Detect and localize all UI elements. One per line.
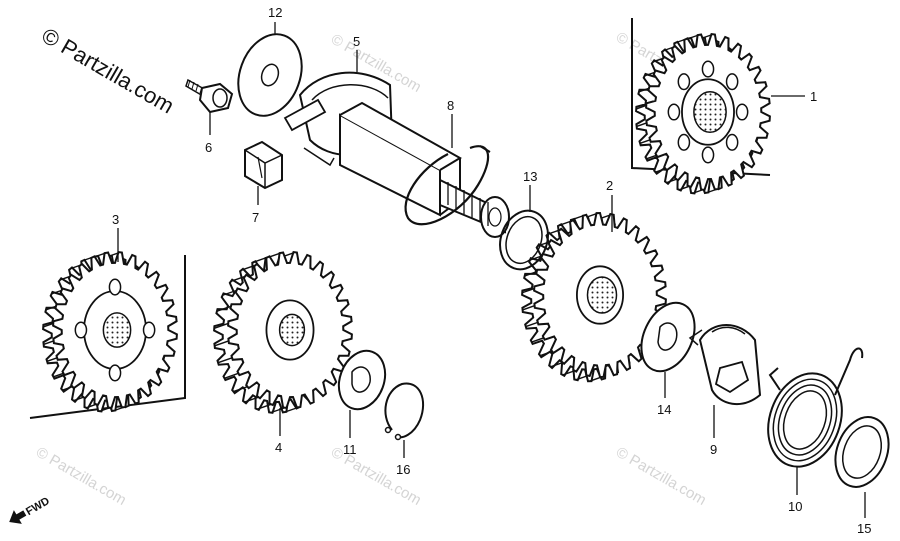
gear-splined-bore — [278, 313, 306, 347]
gear-tooth-edge — [678, 185, 690, 191]
gear-tooth-edge — [666, 178, 677, 184]
gear-tooth-edge — [216, 305, 232, 312]
gear-2 — [521, 211, 667, 383]
callout-11: 11 — [343, 442, 357, 457]
washer-11 — [337, 349, 387, 411]
gear-lightening-hole — [667, 103, 681, 121]
callout-14: 14 — [657, 402, 671, 417]
washer-15 — [834, 416, 890, 488]
gear-tooth-edge — [222, 289, 237, 296]
callout-2: 2 — [606, 178, 613, 193]
gear-tooth-edge — [256, 403, 272, 410]
gear-tooth-edge — [270, 407, 286, 414]
gear-tooth-edge — [636, 122, 647, 128]
gear-lightening-hole — [735, 103, 749, 121]
gear-tooth-edge — [214, 340, 229, 347]
gear-lightening-hole — [108, 278, 122, 296]
callout-1: 1 — [810, 89, 817, 104]
gear-lightening-hole — [142, 321, 156, 339]
circlip-16 — [384, 382, 425, 441]
gear-tooth-edge — [646, 154, 657, 160]
gear-tooth-edge — [522, 305, 535, 311]
kick-starter-spindle-5 — [283, 71, 510, 238]
callout-7: 7 — [252, 210, 259, 225]
fwd-label: FWD — [24, 495, 52, 518]
gear-lightening-hole — [725, 133, 739, 151]
gear-tooth-edge — [43, 340, 54, 346]
gear-tooth-edge — [531, 337, 544, 343]
gear-tooth-edge — [562, 370, 575, 376]
gear-tooth-edge — [575, 374, 589, 381]
gear-lightening-hole — [725, 73, 739, 91]
gear-tooth-edge — [45, 305, 57, 311]
gear-tooth-edge — [51, 289, 62, 295]
spring-10 — [767, 347, 864, 468]
callout-12: 12 — [268, 5, 282, 20]
fwd-direction-marker: FWD — [9, 495, 52, 524]
block-7 — [244, 140, 283, 190]
gear-tooth-edge — [244, 396, 259, 403]
gear-tooth-edge — [652, 57, 664, 63]
bolt-6 — [185, 78, 234, 114]
gear-splined-bore — [586, 276, 618, 314]
callout-3: 3 — [112, 212, 119, 227]
gear-tooth-edge — [644, 71, 655, 77]
gear-tooth-edge — [233, 386, 248, 393]
fwd-arrow-icon — [9, 510, 27, 524]
gear-tooth-edge — [639, 139, 651, 144]
gear-lightening-hole — [108, 364, 122, 382]
gear-tooth-edge — [85, 403, 97, 409]
gear-tooth-edge — [42, 322, 54, 328]
gear-lightening-hole — [701, 146, 715, 164]
gear-tooth-edge — [59, 275, 71, 281]
callout-16: 16 — [396, 462, 410, 477]
gear-lightening-hole — [677, 133, 691, 151]
washer-14 — [640, 301, 696, 373]
gear-tooth-edge — [638, 87, 650, 93]
gear-3 — [29, 251, 186, 419]
callout-15: 15 — [857, 521, 871, 536]
gear-tooth-edge — [524, 271, 537, 277]
gear-tooth-edge — [46, 357, 58, 362]
callout-6: 6 — [205, 140, 212, 155]
gear-tooth-edge — [217, 357, 233, 364]
callout-labels: 1 2 3 4 5 6 7 8 9 10 11 12 13 14 15 16 — [112, 5, 871, 536]
callout-9: 9 — [710, 442, 717, 457]
circlip-8 — [404, 145, 491, 226]
callout-8: 8 — [447, 98, 454, 113]
gear-tooth-edge — [521, 287, 535, 294]
gear-tooth-edge — [635, 104, 647, 110]
gear-tooth-edge — [539, 350, 553, 357]
partzilla-watermark: © Partzilla.com — [38, 23, 179, 119]
gear-1 — [631, 18, 771, 195]
gear-tooth-edge — [655, 168, 666, 173]
gear-splined-bore — [102, 312, 132, 348]
gear-tooth-edge — [73, 396, 84, 402]
gear-tooth-edge — [62, 386, 73, 391]
gear-lightening-hole — [677, 73, 691, 91]
gear-4 — [213, 251, 353, 414]
callout-10: 10 — [788, 499, 802, 514]
gear-tooth-edge — [53, 372, 64, 378]
faint-watermark: © Partzilla.com — [613, 444, 709, 509]
gear-tooth-edge — [230, 275, 246, 282]
gear-tooth-edge — [213, 322, 229, 330]
callout-4: 4 — [275, 440, 282, 455]
gear-splined-bore — [693, 90, 727, 134]
leader-lines — [117, 22, 866, 518]
gear-lightening-hole — [74, 321, 88, 339]
gear-tooth-edge — [525, 321, 539, 328]
ratchet-9 — [688, 324, 762, 405]
washer-12 — [237, 33, 303, 117]
gear-lightening-hole — [701, 60, 715, 78]
gear-tooth-edge — [550, 361, 563, 368]
callout-13: 13 — [523, 169, 537, 184]
o-ring-13 — [499, 209, 549, 271]
gear-tooth-edge — [224, 372, 239, 379]
callout-5: 5 — [353, 34, 360, 49]
